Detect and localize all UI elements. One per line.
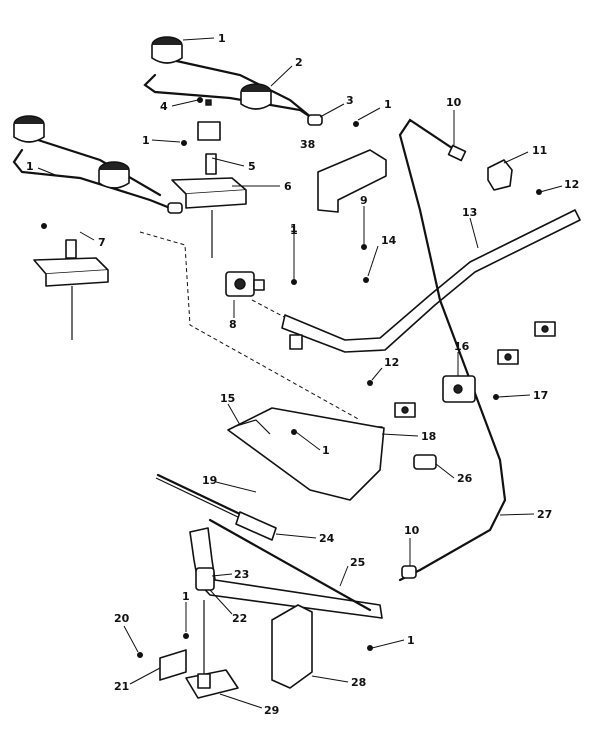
cover-38 bbox=[317, 149, 387, 213]
label-6: 6 bbox=[284, 180, 292, 193]
label-17: 17 bbox=[533, 389, 548, 402]
valve-b bbox=[497, 349, 519, 365]
fitting-11 bbox=[487, 159, 513, 191]
label-20: 20 bbox=[114, 612, 130, 625]
burner-assembly-front bbox=[12, 115, 183, 214]
label-4: 3 bbox=[346, 94, 354, 107]
label-1b: 1 bbox=[384, 98, 392, 111]
oven-burner bbox=[189, 518, 383, 619]
electrode-24 bbox=[235, 511, 277, 541]
label-23: 23 bbox=[234, 568, 249, 581]
valve-c bbox=[394, 402, 416, 418]
label-3: 2 bbox=[295, 56, 303, 69]
part-labels: 1 2 3 4 1 1 38 1 5 6 1 7 10 11 12 13 9 1… bbox=[26, 32, 579, 717]
bracket-upper bbox=[171, 153, 247, 258]
label-9: 9 bbox=[360, 194, 368, 207]
burner-assembly-rear bbox=[143, 36, 323, 141]
label-1i: 1 bbox=[182, 590, 190, 603]
label-22: 22 bbox=[232, 612, 247, 625]
valve-a bbox=[534, 321, 556, 337]
label-25: 25 bbox=[350, 556, 365, 569]
regulator bbox=[225, 271, 265, 297]
label-12b: 12 bbox=[384, 356, 399, 369]
fitting-10-lower bbox=[401, 565, 417, 579]
label-29: 29 bbox=[264, 704, 279, 717]
label-18: 18 bbox=[421, 430, 436, 443]
label-1h: 1 bbox=[407, 634, 415, 647]
label-1a: 4 bbox=[160, 100, 168, 113]
label-2: 1 bbox=[218, 32, 226, 45]
leader-lines bbox=[37, 37, 563, 709]
label-19: 19 bbox=[202, 474, 217, 487]
switch-16 bbox=[442, 375, 476, 403]
screws bbox=[41, 97, 542, 658]
connector-line-left bbox=[139, 231, 361, 421]
label-12a: 12 bbox=[564, 178, 579, 191]
label-1d: 1 bbox=[26, 160, 34, 173]
fitting-10-upper bbox=[447, 144, 467, 162]
label-1g: 1 bbox=[322, 444, 330, 457]
clip-26 bbox=[413, 454, 437, 470]
label-8: 8 bbox=[229, 318, 237, 331]
label-11: 11 bbox=[532, 144, 547, 157]
label-21: 21 bbox=[114, 680, 129, 693]
label-24: 24 bbox=[319, 532, 335, 545]
label-38: 38 bbox=[300, 138, 315, 151]
bracket-21 bbox=[159, 649, 187, 681]
igniter-wire bbox=[156, 473, 244, 517]
label-15: 15 bbox=[220, 392, 235, 405]
label-1c: 1 bbox=[142, 134, 150, 147]
igniter-29 bbox=[185, 600, 239, 699]
label-10b: 10 bbox=[404, 524, 420, 537]
label-7: 7 bbox=[98, 236, 106, 249]
label-26: 26 bbox=[457, 472, 473, 485]
label-10a: 10 bbox=[446, 96, 462, 109]
cover-28 bbox=[271, 604, 313, 689]
label-1e: 1 bbox=[290, 222, 298, 235]
manifold bbox=[281, 209, 581, 353]
label-5: 5 bbox=[248, 160, 256, 173]
label-14: 14 bbox=[381, 234, 397, 247]
label-27: 27 bbox=[537, 508, 552, 521]
connector-line-mid bbox=[251, 299, 291, 321]
heat-shield bbox=[227, 407, 385, 501]
label-28: 28 bbox=[351, 676, 366, 689]
label-16: 16 bbox=[454, 340, 470, 353]
gas-tube bbox=[398, 118, 507, 582]
bracket-lower bbox=[33, 239, 109, 340]
label-13: 13 bbox=[462, 206, 477, 219]
label-1f: 1 bbox=[290, 224, 298, 237]
